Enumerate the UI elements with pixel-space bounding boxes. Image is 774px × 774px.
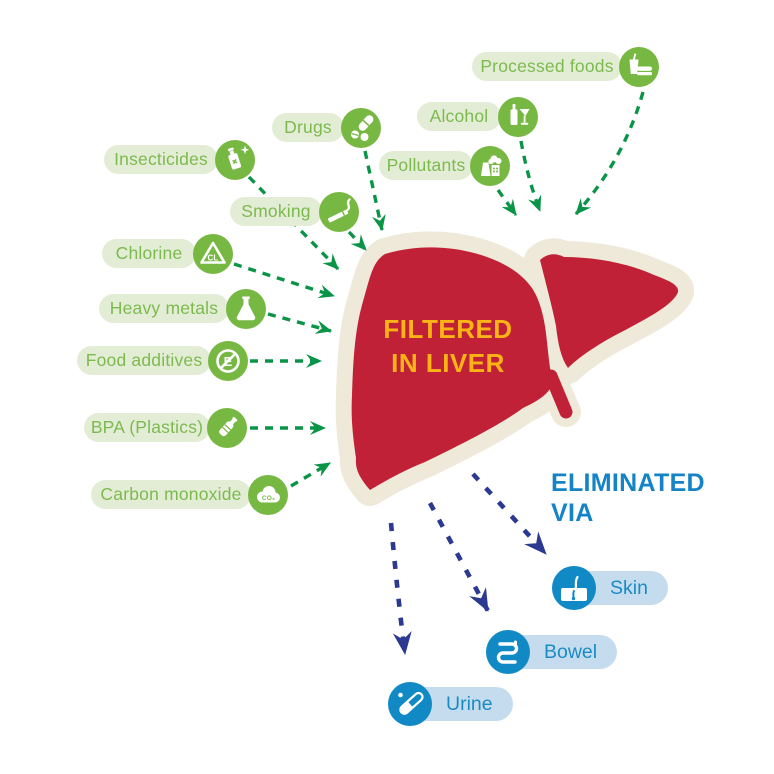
route-label: Skin — [610, 576, 648, 599]
liver-shape — [351, 247, 679, 490]
route-pill-bowel: Bowel — [486, 630, 618, 674]
eliminated-via-heading: ELIMINATED VIA — [551, 468, 705, 528]
drugs-icon — [341, 107, 381, 148]
toxin-label: Insecticides — [114, 149, 208, 169]
toxin-label: Pollutants — [386, 155, 466, 175]
pollutants-icon — [470, 145, 510, 186]
toxin-arrow — [233, 262, 335, 299]
route-label: Bowel — [544, 640, 598, 663]
carbon-monoxide-icon-text: CO₂ — [262, 495, 275, 502]
smoking-icon — [319, 191, 359, 232]
processed-foods-icon — [619, 46, 659, 87]
toxin-pill-chlorine: Chlorine CL — [102, 233, 233, 274]
route-pill-urine: Urine — [388, 682, 513, 726]
filtered-in-liver-label: FILTERED IN LIVER — [373, 312, 523, 380]
toxin-arrow — [290, 461, 331, 488]
toxin-pill-drugs: Drugs — [272, 107, 381, 148]
food-additives-icon: E — [208, 340, 248, 381]
toxin-pill-heavy-metals: Heavy metals — [99, 288, 266, 329]
elimination-arrow — [471, 472, 548, 556]
toxin-pill-insecticides: Insecticides — [104, 139, 255, 180]
carbon-monoxide-icon: CO₂ — [248, 474, 288, 515]
route-label: Urine — [446, 692, 493, 715]
toxin-label: BPA (Plastics) — [90, 417, 204, 437]
elimination-arrows — [388, 472, 548, 655]
toxin-label: Heavy metals — [109, 298, 219, 318]
toxin-pill-alcohol: Alcohol — [417, 96, 538, 137]
heavy-metals-icon — [226, 288, 266, 329]
toxin-arrow — [347, 230, 368, 252]
skin-icon — [552, 566, 596, 610]
alcohol-icon — [498, 96, 538, 137]
toxin-label: Carbon monoxide — [100, 484, 242, 504]
bpa-plastics-icon — [207, 407, 247, 448]
toxin-pill-pollutants: Pollutants — [379, 145, 510, 186]
toxin-pill-processed-foods: Processed foods — [472, 46, 659, 87]
toxin-pill-food-additives: Food additives E — [77, 340, 248, 381]
toxin-pill-carbon-monoxide: Carbon monoxide CO₂ — [91, 474, 288, 515]
filtered-line1: FILTERED — [383, 314, 513, 344]
toxin-label: Alcohol — [429, 106, 489, 126]
toxin-label: Smoking — [241, 201, 311, 221]
filtered-line2: IN LIVER — [391, 348, 505, 378]
toxin-arrow — [519, 140, 542, 212]
elimination-arrow — [388, 522, 412, 655]
urine-icon — [388, 682, 432, 726]
toxin-label: Food additives — [85, 350, 203, 370]
toxin-arrow — [574, 91, 645, 216]
chlorine-icon: CL — [193, 233, 233, 274]
toxin-arrow — [496, 189, 518, 216]
bowel-icon — [486, 630, 530, 674]
liver-vessel-stem — [544, 369, 573, 419]
chlorine-icon-text: CL — [207, 253, 218, 262]
toxin-pill-smoking: Smoking — [230, 191, 359, 232]
elimination-arrow — [427, 501, 491, 613]
route-pill-skin: Skin — [552, 566, 668, 610]
toxin-label: Drugs — [284, 117, 332, 137]
toxin-arrow — [267, 312, 332, 334]
eliminated-line1: ELIMINATED — [551, 469, 705, 497]
toxin-arrow — [363, 150, 386, 231]
eliminated-line2: VIA — [551, 499, 594, 527]
toxin-pill-bpa-plastics: BPA (Plastics) — [84, 407, 247, 448]
toxin-label: Chlorine — [115, 243, 183, 263]
insecticides-icon — [215, 139, 255, 180]
toxin-label: Processed foods — [480, 56, 614, 76]
